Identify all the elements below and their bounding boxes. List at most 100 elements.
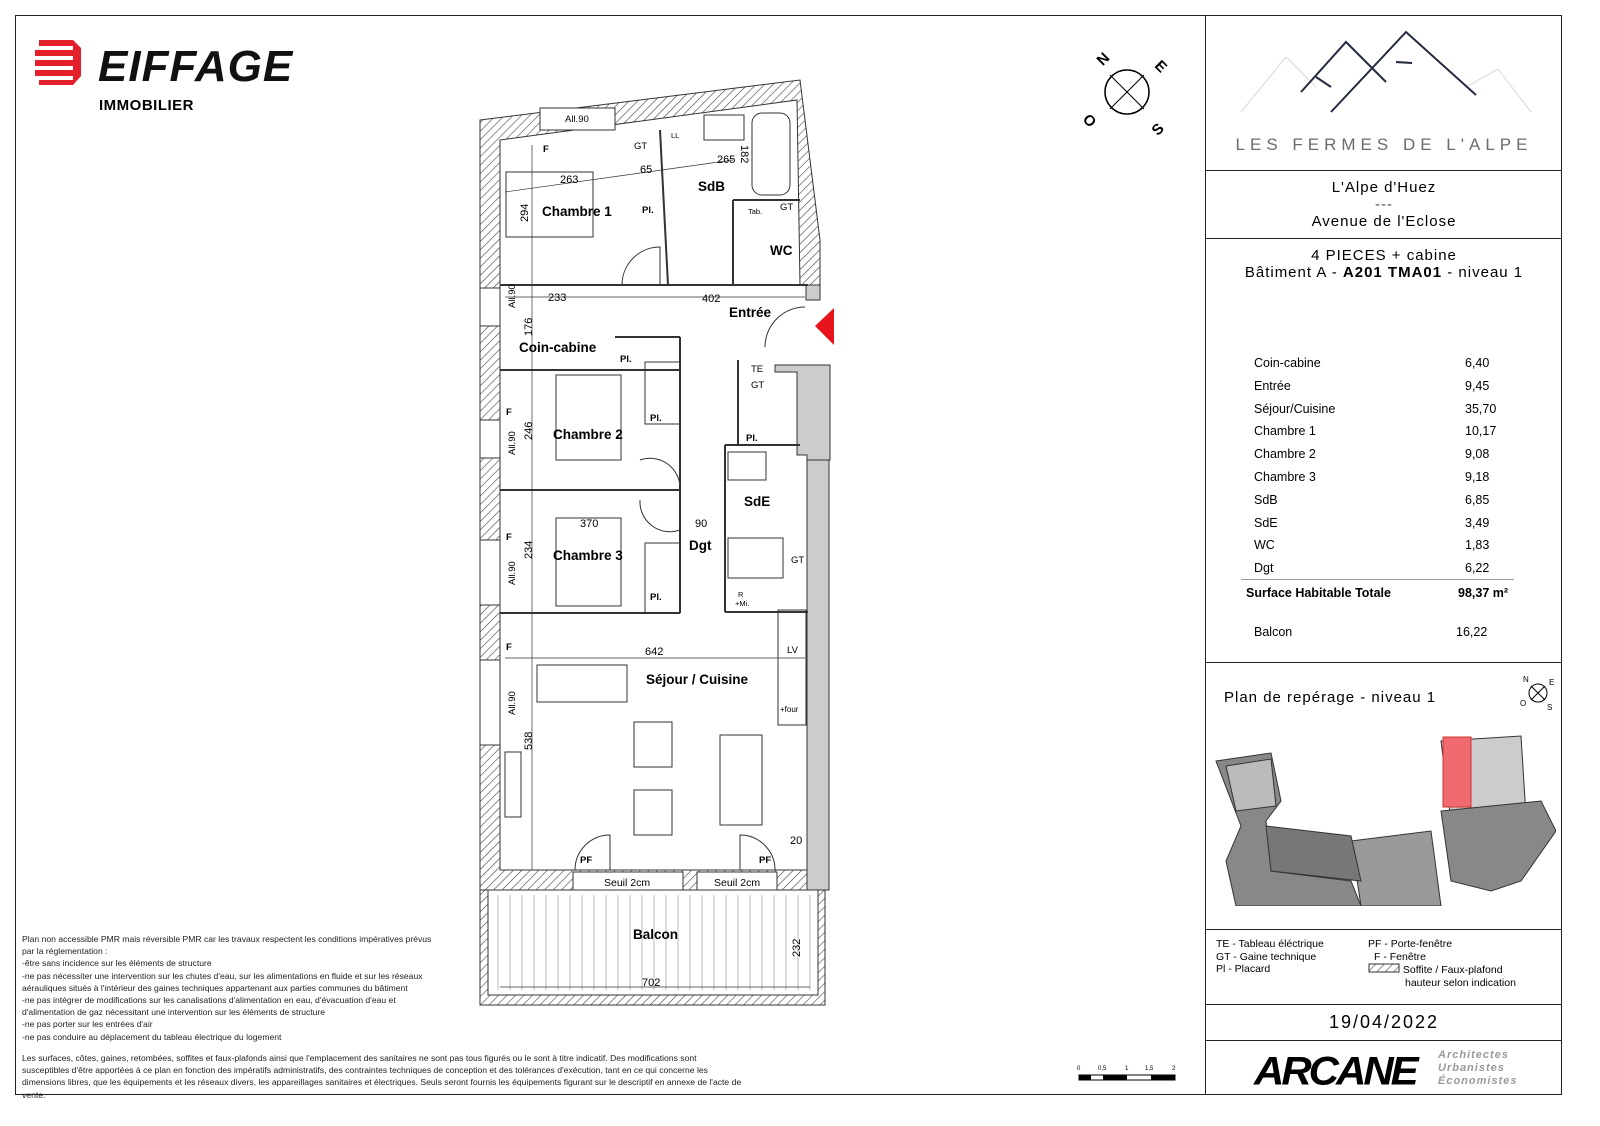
- room-entree: Entrée: [729, 305, 772, 320]
- svg-text:642: 642: [645, 646, 663, 658]
- surface-room: Séjour/Cuisine: [1254, 401, 1336, 416]
- svg-text:702: 702: [642, 977, 660, 989]
- svg-text:R: R: [738, 590, 744, 599]
- surface-area: 6,40: [1465, 356, 1490, 370]
- room-chambre2: Chambre 2: [553, 427, 623, 442]
- svg-text:Pl.: Pl.: [642, 205, 654, 216]
- mini-compass-icon: N E S O: [1520, 675, 1554, 712]
- surface-room: SdE: [1254, 515, 1278, 530]
- project-logo: LES FERMES DE L'ALPE: [1206, 15, 1562, 171]
- svg-text:TE: TE: [751, 364, 763, 375]
- surface-room: Chambre 1: [1254, 424, 1316, 439]
- mountains-logo-icon: [1240, 30, 1532, 113]
- entry-marker-icon: [815, 308, 834, 345]
- project-name: LES FERMES DE L'ALPE: [1235, 135, 1533, 154]
- svg-text:+four: +four: [780, 705, 799, 714]
- room-coin-cabine: Coin-cabine: [519, 340, 597, 355]
- svg-text:GT: GT: [780, 202, 793, 213]
- svg-text:LL: LL: [671, 131, 679, 140]
- svg-text:GT: GT: [634, 141, 647, 152]
- svg-text:402: 402: [702, 293, 720, 305]
- svg-text:All.90: All.90: [507, 431, 518, 455]
- svg-text:176: 176: [523, 318, 535, 336]
- svg-text:S: S: [1547, 703, 1552, 712]
- svg-text:265: 265: [717, 154, 735, 166]
- room-chambre3: Chambre 3: [553, 548, 623, 563]
- svg-text:1: 1: [1125, 1066, 1129, 1072]
- room-wc: WC: [770, 243, 793, 258]
- room-balcon: Balcon: [633, 927, 678, 942]
- surface-room: SdB: [1254, 492, 1278, 507]
- svg-text:232: 232: [791, 939, 803, 957]
- svg-text:0: 0: [1077, 1066, 1081, 1072]
- svg-text:Pl.: Pl.: [650, 592, 662, 603]
- title-block: LES FERMES DE L'ALPE L'Alpe d'Huez---Ave…: [1205, 15, 1562, 1095]
- svg-text:182: 182: [738, 145, 750, 163]
- svg-text:F: F: [506, 642, 512, 653]
- room-sejour: Séjour / Cuisine: [646, 672, 749, 687]
- balcony-label: Balcon: [1254, 625, 1293, 639]
- svg-text:246: 246: [523, 422, 535, 440]
- scale-bar: 0 0,5 1 1,5 2: [1077, 1066, 1176, 1081]
- surfaces-block: 4 PIECES + cabine Bâtiment A - A201 TMA0…: [1206, 239, 1562, 663]
- svg-text:+Mi.: +Mi.: [735, 599, 749, 608]
- hatch-swatch-icon: [1368, 963, 1400, 973]
- svg-text:PF: PF: [759, 855, 771, 866]
- svg-text:F: F: [506, 407, 512, 418]
- svg-text:90: 90: [695, 518, 707, 530]
- surface-room: Chambre 2: [1254, 447, 1316, 462]
- surface-room: Chambre 3: [1254, 470, 1316, 484]
- compass-icon: N E S O: [1080, 50, 1170, 140]
- svg-text:Seuil 2cm: Seuil 2cm: [604, 877, 650, 889]
- company-name: EIFFAGE: [98, 42, 294, 91]
- svg-text:20: 20: [790, 835, 802, 847]
- svg-text:294: 294: [519, 204, 531, 222]
- svg-text:263: 263: [560, 174, 578, 186]
- address-block: L'Alpe d'Huez---Avenue de l'Eclose: [1206, 171, 1562, 239]
- site-plan-image: [1215, 735, 1556, 906]
- room-sdb: SdB: [698, 179, 725, 194]
- svg-text:All.90: All.90: [507, 284, 518, 308]
- surface-area: 3,49: [1465, 515, 1490, 530]
- svg-text:GT: GT: [791, 555, 804, 566]
- svg-text:PF: PF: [580, 855, 592, 866]
- page-frame: [15, 15, 1562, 1095]
- surface-area: 6,22: [1465, 561, 1490, 576]
- surface-area: 35,70: [1465, 401, 1497, 416]
- exterior-walls: [479, 79, 831, 891]
- svg-text:2: 2: [1172, 1066, 1176, 1072]
- eiffage-logo-icon: [35, 40, 81, 85]
- svg-text:GT: GT: [751, 380, 764, 391]
- svg-text:F: F: [543, 144, 549, 155]
- balcony: [479, 889, 826, 1006]
- surface-area: 6,85: [1465, 492, 1490, 507]
- svg-text:LV: LV: [787, 645, 799, 656]
- svg-text:233: 233: [548, 292, 566, 304]
- surface-room: Entrée: [1254, 378, 1291, 393]
- surface-area: 9,08: [1465, 447, 1490, 462]
- total-value: 98,37 m²: [1458, 586, 1509, 600]
- svg-text:1,5: 1,5: [1145, 1066, 1154, 1072]
- surface-room: Dgt: [1254, 561, 1274, 576]
- svg-text:All.90: All.90: [565, 114, 589, 125]
- svg-text:All.90: All.90: [507, 691, 518, 715]
- svg-text:E: E: [1549, 678, 1554, 687]
- svg-text:Pl.: Pl.: [620, 354, 632, 365]
- svg-text:All.90: All.90: [507, 561, 518, 585]
- svg-text:Seuil 2cm: Seuil 2cm: [714, 877, 760, 889]
- svg-text:Pl.: Pl.: [650, 413, 662, 424]
- surface-room: WC: [1254, 538, 1275, 553]
- svg-text:O: O: [1520, 699, 1526, 708]
- svg-text:370: 370: [580, 518, 598, 530]
- pmr-notes: Plan non accessible PMR mais réversible …: [22, 934, 432, 1042]
- svg-text:65: 65: [640, 164, 652, 176]
- disclaimer: Les surfaces, côtes, gaines, retombées, …: [22, 1053, 742, 1100]
- svg-text:234: 234: [523, 541, 535, 559]
- total-label: Surface Habitable Totale: [1246, 586, 1391, 600]
- svg-text:0,5: 0,5: [1098, 1066, 1107, 1072]
- svg-text:N: N: [1523, 675, 1529, 684]
- surface-area: 1,83: [1465, 538, 1490, 553]
